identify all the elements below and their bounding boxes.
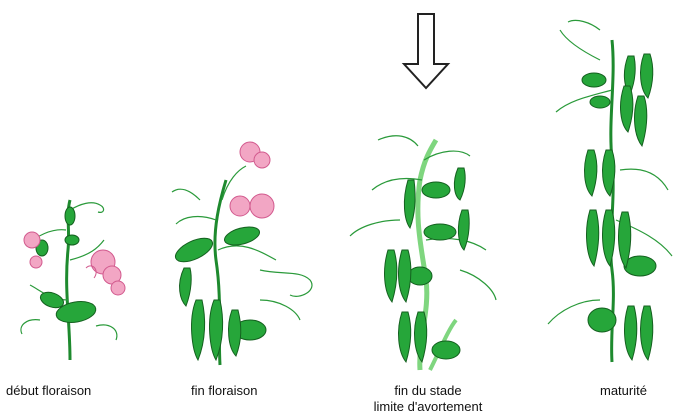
stage-label-fin-floraison: fin floraison [191, 383, 257, 399]
stage-label-fin-du-stade: fin du stade limite d'avortement [368, 383, 488, 415]
stage-label-maturite: maturité [600, 383, 647, 399]
stage-label-debut-floraison: début floraison [6, 383, 91, 399]
plant-maturite [548, 20, 672, 362]
stage-label-line-1: fin du stade [368, 383, 488, 399]
plant-fin-floraison [172, 142, 312, 365]
plant-debut-floraison [21, 200, 125, 360]
down-arrow-icon [404, 14, 448, 88]
stage-label-line-2: limite d'avortement [368, 399, 488, 415]
plant-fin-du-stade [350, 136, 496, 370]
